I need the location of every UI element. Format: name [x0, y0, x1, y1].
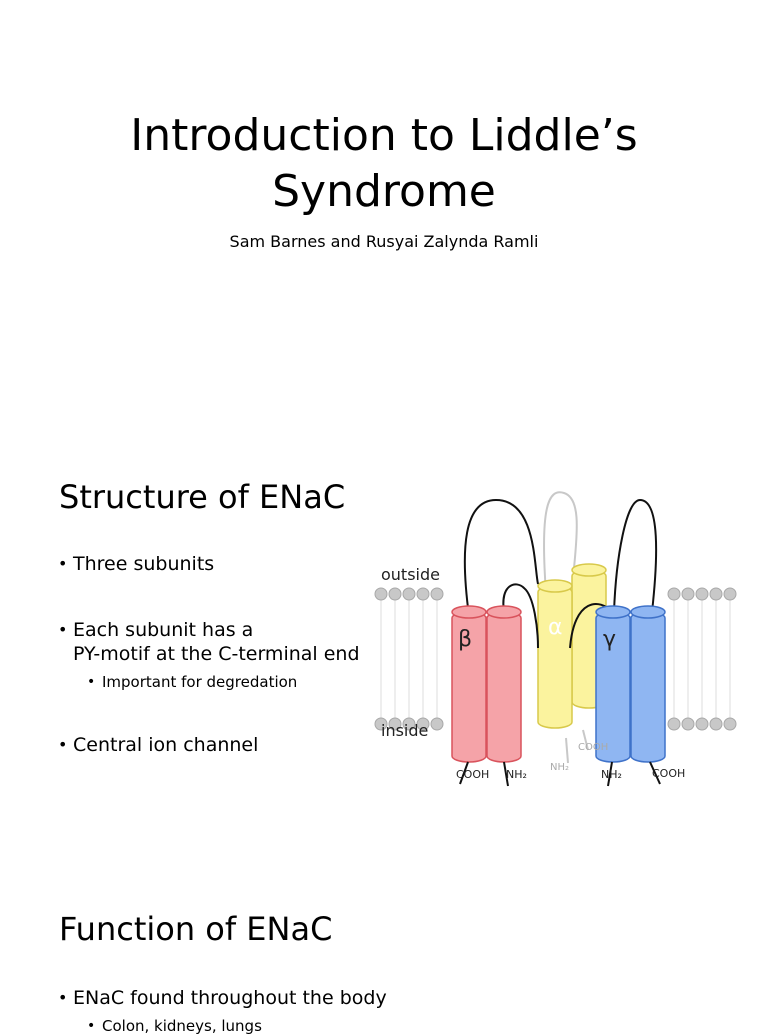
lipid-head: [402, 717, 416, 731]
alpha-back-loop: [543, 491, 578, 594]
alpha-cooh-label: COOH: [578, 742, 608, 753]
function-slide: Function of ENaC ENaC found throughout t…: [0, 850, 768, 1036]
lipid-head: [709, 587, 723, 601]
sub-bullet-organs: Colon, kidneys, lungs: [87, 1016, 262, 1036]
inside-label: inside: [381, 721, 428, 740]
beta-helix-2: [486, 611, 522, 763]
slide-heading-structure: Structure of ENaC: [59, 478, 346, 516]
lipid-head: [681, 587, 695, 601]
bullet-three-subunits: Three subunits: [58, 552, 214, 576]
beta-cap-2: [486, 605, 522, 619]
lipid-head: [430, 717, 444, 731]
sub-bullet-text: Colon, kidneys, lungs: [102, 1017, 262, 1035]
beta-subunit: β: [451, 498, 539, 787]
gamma-cooh-label: COOH: [652, 767, 685, 780]
alpha-cap-back: [571, 563, 607, 577]
bullet-central-ion-channel: Central ion channel: [58, 733, 258, 757]
structure-sub-bullet-list: Important for degredation: [58, 672, 297, 692]
lipid-head: [695, 587, 709, 601]
lipid-head: [695, 717, 709, 731]
function-bullet-list: ENaC found throughout the body: [58, 986, 387, 1010]
gamma-subunit: γ: [569, 498, 666, 787]
sub-bullet-text: Important for degredation: [102, 673, 298, 691]
presentation-title: Introduction to Liddle’s Syndrome: [0, 108, 768, 220]
alpha-back-tail: [565, 737, 569, 764]
outside-label: outside: [381, 565, 440, 584]
structure-bullet-list-2: Each subunit has a PY-motif at the C-ter…: [58, 618, 360, 666]
lipid-head: [667, 717, 681, 731]
beta-n-tail: [503, 761, 509, 787]
alpha-cap-front: [537, 579, 573, 593]
function-sub-bullet-list: Colon, kidneys, lungs: [58, 1016, 262, 1036]
beta-cap-1: [451, 605, 487, 619]
lipid-head: [723, 717, 737, 731]
structure-bullet-list-3: Central ion channel: [58, 733, 258, 757]
bullet-text: ENaC found throughout the body: [73, 987, 387, 1009]
lipid-head: [667, 587, 681, 601]
lipid-bilayer: [374, 587, 737, 731]
lipid-head: [430, 587, 444, 601]
gamma-symbol: γ: [603, 627, 616, 652]
lipid-head: [388, 717, 402, 731]
lipid-head: [723, 587, 737, 601]
structure-slide: Structure of ENaC Three subunits Each su…: [0, 420, 768, 850]
beta-linker: [502, 583, 539, 649]
lipid-head: [374, 717, 388, 731]
lipid-head: [709, 717, 723, 731]
sub-bullet-degradation: Important for degredation: [87, 672, 297, 692]
bullet-text: Three subunits: [73, 553, 215, 575]
title-line-1: Introduction to Liddle’s: [130, 110, 638, 161]
gamma-nh2-label: NH₂: [601, 768, 622, 781]
lipid-head: [374, 587, 388, 601]
beta-symbol: β: [458, 627, 472, 652]
enac-structure-diagram: α β γ outside inside: [374, 491, 737, 787]
lipid-head: [388, 587, 402, 601]
authors-subtitle: Sam Barnes and Rusyai Zalynda Ramli: [229, 232, 539, 251]
slide-heading-function: Function of ENaC: [59, 910, 333, 948]
title-line-2: Syndrome: [272, 166, 496, 217]
gamma-c-tail: [649, 761, 661, 785]
gamma-n-tail: [607, 761, 613, 787]
lipid-head: [416, 717, 430, 731]
alpha-nh2-label: NH₂: [550, 762, 569, 773]
bullet-text: Central ion channel: [73, 734, 259, 756]
gamma-cap-2: [630, 605, 666, 619]
lipid-head: [402, 587, 416, 601]
structure-bullet-list: Three subunits: [58, 552, 214, 576]
beta-c-tail: [459, 761, 469, 785]
bullet-text-line-1: Each subunit has a: [73, 619, 254, 641]
alpha-back-tail-c: [582, 729, 589, 751]
beta-extracellular-loop: [463, 498, 539, 617]
beta-cooh-label: COOH: [456, 768, 489, 781]
lipid-head: [681, 717, 695, 731]
gamma-helix-2: [630, 611, 666, 763]
alpha-helix-front: [537, 585, 573, 729]
lipid-head: [416, 587, 430, 601]
title-slide: Introduction to Liddle’s Syndrome Sam Ba…: [0, 0, 768, 420]
bullet-py-motif: Each subunit has a PY-motif at the C-ter…: [58, 618, 360, 666]
alpha-symbol: α: [548, 615, 563, 640]
gamma-cap-1: [595, 605, 631, 619]
beta-nh2-label: NH₂: [506, 768, 527, 781]
gamma-extracellular-loop: [613, 498, 658, 613]
bullet-text-line-2: PY-motif at the C-terminal end: [73, 643, 360, 665]
bullet-enac-throughout-body: ENaC found throughout the body: [58, 986, 387, 1010]
